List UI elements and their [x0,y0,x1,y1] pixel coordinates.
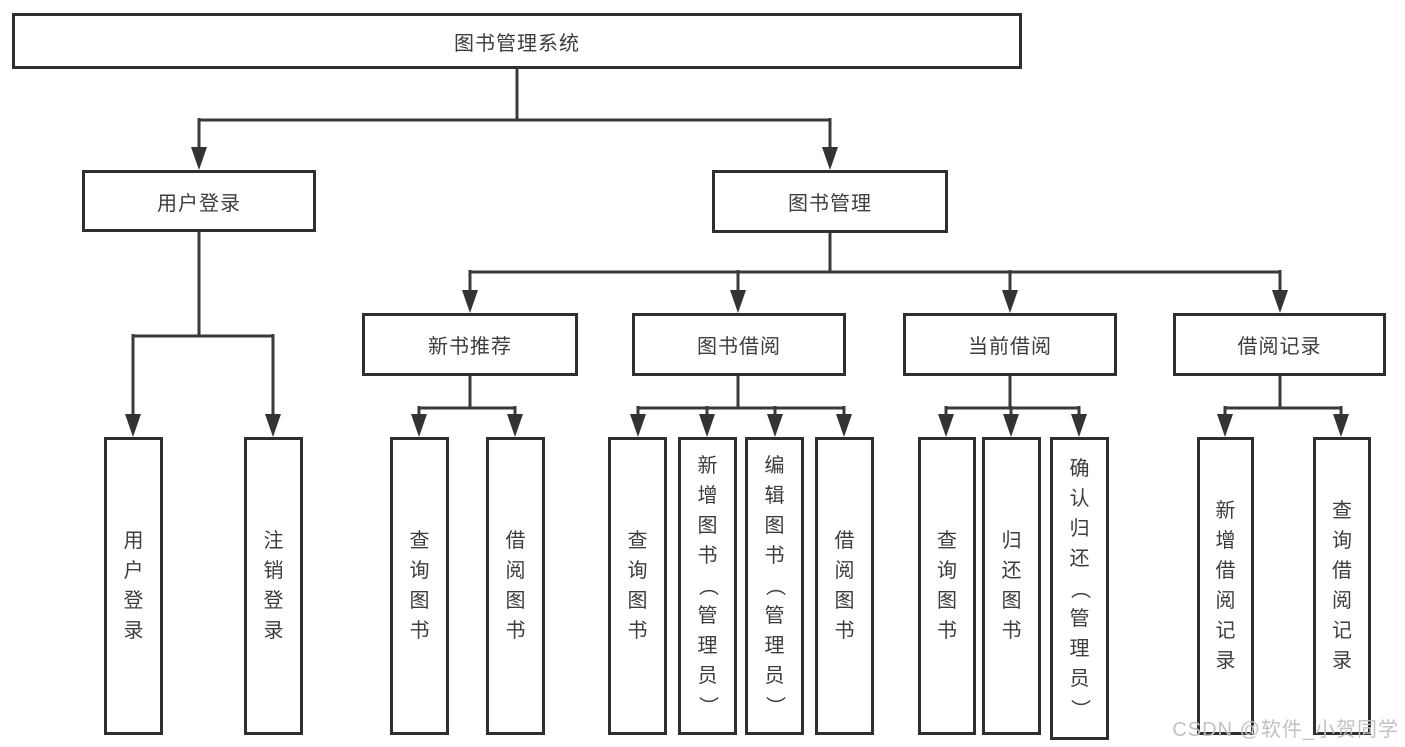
leaf-borrow-books-2: 借阅图书 [815,437,874,735]
leaf-add-books-admin: 新增图书（管理员） [678,437,737,735]
leaf-borrow-books-1: 借阅图书 [486,437,545,735]
arrow-down-icon [1002,290,1018,313]
leaf-query-borrow-record: 查询借阅记录 [1313,437,1371,735]
node-library-system: 图书管理系统 [12,13,1022,69]
node-user-login-branch: 用户登录 [82,170,316,232]
arrow-down-icon [191,147,207,170]
arrow-down-icon [1003,414,1019,437]
node-current-borrowing: 当前借阅 [903,313,1117,376]
arrow-down-icon [411,414,427,437]
connector-root-to-branches [191,68,838,170]
connector-current-borrow-to-leaves [938,376,1087,437]
leaf-confirm-return-admin: 确认归还（管理员） [1050,437,1109,740]
arrow-down-icon [630,414,646,437]
leaf-user-login: 用户登录 [104,437,163,735]
node-new-book-recommend: 新书推荐 [362,313,578,376]
leaf-query-books-3: 查询图书 [918,437,976,735]
leaf-logout: 注销登录 [244,437,303,735]
arrow-down-icon [265,414,281,437]
arrow-down-icon [1333,414,1349,437]
node-book-management-branch: 图书管理 [712,170,948,233]
leaf-query-books-2: 查询图书 [608,437,667,735]
connector-book-borrow-to-leaves [630,376,852,437]
arrow-down-icon [507,414,523,437]
arrow-down-icon [699,414,715,437]
arrow-down-icon [822,147,838,170]
leaf-edit-books-admin: 编辑图书（管理员） [745,437,804,735]
arrow-down-icon [836,414,852,437]
connector-borrow-records-to-leaves [1217,376,1349,437]
watermark: CSDN @软件_小贺同学 [1172,719,1399,741]
node-borrowing-records: 借阅记录 [1173,313,1386,376]
leaf-return-books: 归还图书 [982,437,1041,735]
node-book-borrowing: 图书借阅 [632,313,846,376]
arrow-down-icon [1071,414,1087,437]
arrow-down-icon [730,290,746,313]
arrow-down-icon [462,290,478,313]
leaf-add-borrow-record: 新增借阅记录 [1197,437,1254,735]
leaf-query-books-1: 查询图书 [390,437,449,735]
arrow-down-icon [938,414,954,437]
connector-new-book-to-leaves [411,376,523,437]
connector-book-mgmt-to-sections [462,233,1288,313]
connector-user-login-to-leaves [125,232,281,437]
arrow-down-icon [767,414,783,437]
arrow-down-icon [1272,290,1288,313]
arrow-down-icon [125,414,141,437]
arrow-down-icon [1217,414,1233,437]
